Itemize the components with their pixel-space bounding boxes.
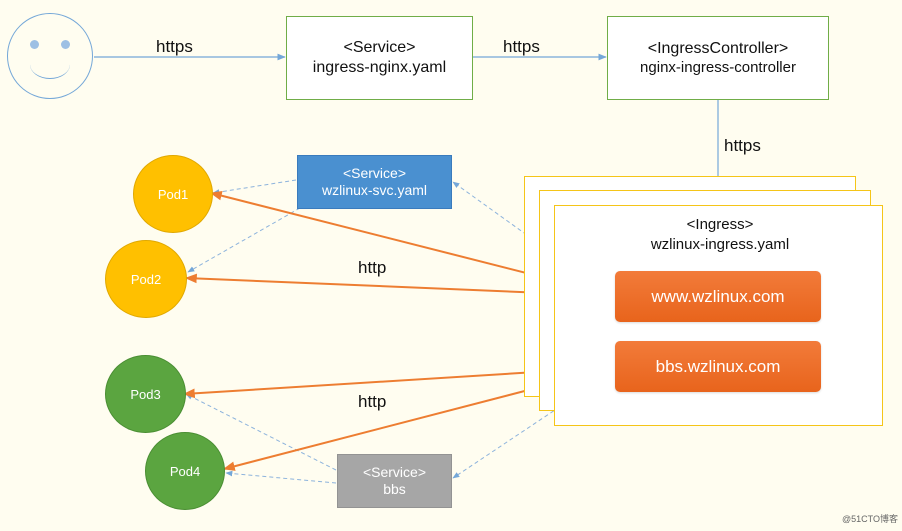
ingress-file: wzlinux-ingress.yaml: [650, 235, 790, 253]
ingress-controller-kind: <IngressController>: [647, 39, 789, 57]
service-bbs-name: bbs: [383, 481, 406, 497]
dashed-bbs-to-pod3: [185, 393, 337, 471]
ingress-controller-name: nginx-ingress-controller: [640, 58, 796, 76]
dashed-svc-to-pod2: [187, 207, 301, 273]
service-ingress-kind: <Service>: [343, 39, 416, 56]
ingress-controller-box: <IngressController> nginx-ingress-contro…: [607, 16, 829, 100]
pod3-node: Pod3: [105, 355, 186, 433]
service-ingress-nginx-box: <Service> ingress-nginx.yaml: [286, 16, 473, 100]
service-wzlinux-kind: <Service>: [342, 164, 407, 181]
ingress-kind: <Ingress>: [686, 216, 754, 233]
service-bbs-kind: <Service>: [362, 463, 427, 480]
rule-www-wzlinux: www.wzlinux.com: [615, 271, 821, 322]
left-eye-icon: [30, 40, 39, 49]
service-ingress-file: ingress-nginx.yaml: [312, 59, 447, 76]
ingress-title: <Ingress> wzlinux-ingress.yaml: [610, 215, 830, 254]
dashed-bbs-to-pod4: [225, 470, 337, 484]
service-wzlinux-box: <Service> wzlinux-svc.yaml: [297, 155, 452, 209]
smile-icon: [30, 50, 70, 79]
pod4-node: Pod4: [145, 432, 225, 510]
user-smiley-icon: [7, 13, 93, 99]
dashed-svc-to-pod1: [212, 179, 297, 195]
dashed-ingress-to-svc: [452, 181, 613, 297]
watermark: @51CTO博客: [842, 514, 898, 524]
rule-bbs-wzlinux: bbs.wzlinux.com: [615, 341, 821, 392]
service-bbs-box: <Service> bbs: [337, 454, 452, 508]
pod1-node: Pod1: [133, 155, 213, 233]
http-label-top: http: [358, 258, 387, 277]
http-label-bottom: http: [358, 392, 387, 411]
pod2-node: Pod2: [105, 240, 187, 318]
https-label-controller: https: [724, 136, 761, 155]
https-label-service: https: [503, 37, 540, 56]
service-wzlinux-file: wzlinux-svc.yaml: [321, 182, 427, 198]
right-eye-icon: [61, 40, 70, 49]
https-label-user: https: [156, 37, 193, 56]
